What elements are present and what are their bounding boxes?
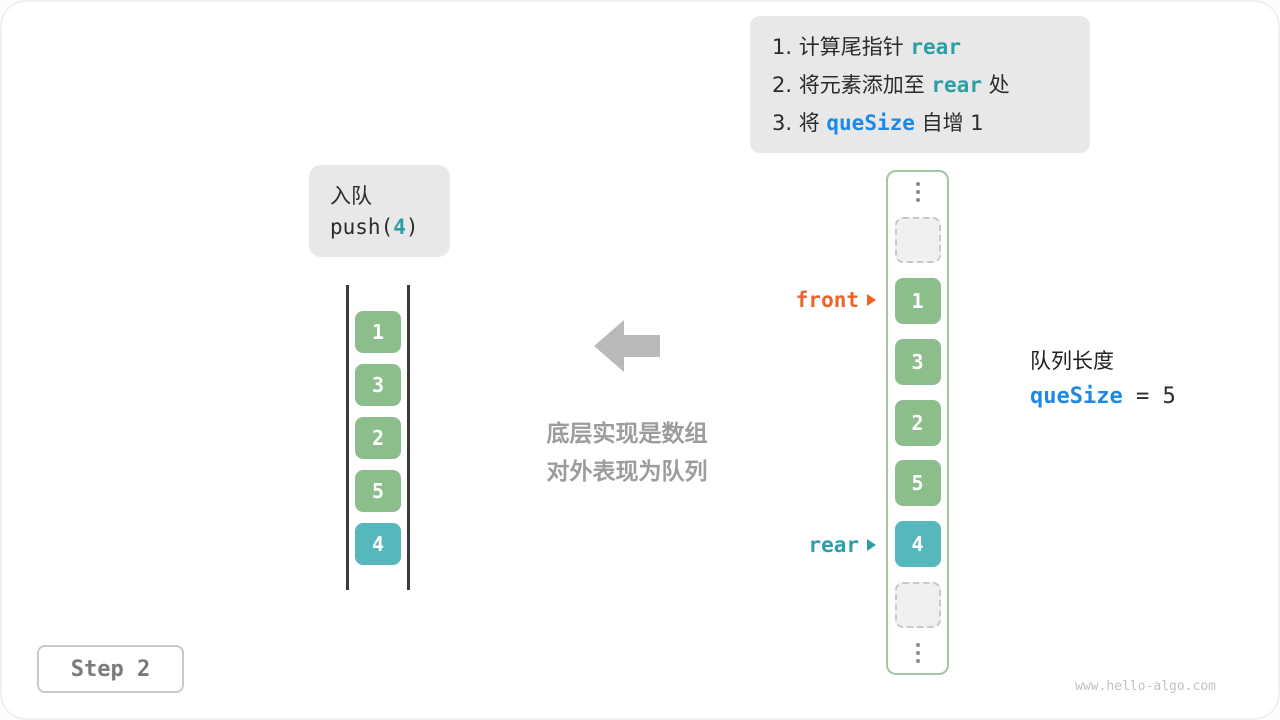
front-pointer: front <box>754 287 876 313</box>
instruction-text: 3. 将 <box>772 111 827 135</box>
queue-size-equals-value: = 5 <box>1122 384 1176 409</box>
dot <box>915 659 920 663</box>
queue-cell: 5 <box>355 470 401 512</box>
step-badge: Step 2 <box>37 645 184 693</box>
caption-line-2: 对外表现为队列 <box>546 459 708 485</box>
dot <box>915 190 920 194</box>
instruction-line-2: 2. 将元素添加至 rear 处 <box>772 66 1090 104</box>
dot <box>915 198 920 202</box>
array-internal-view: 1 3 2 5 4 <box>886 170 949 675</box>
empty-slot <box>894 216 941 263</box>
rear-pointer: rear <box>754 532 876 558</box>
array-cell: 5 <box>894 460 941 507</box>
call-argument: 4 <box>393 215 406 239</box>
code-token-rear: rear <box>931 73 982 97</box>
watermark: www.hello-algo.com <box>1075 679 1216 694</box>
dot <box>915 643 920 647</box>
dot <box>915 651 920 655</box>
front-pointer-label: front <box>795 288 859 312</box>
call-text: push( <box>330 215 394 239</box>
instruction-line-1: 1. 计算尾指针 rear <box>772 28 1090 66</box>
queue-cell-new: 4 <box>355 523 401 565</box>
ellipsis-bottom-icon <box>915 643 920 663</box>
instruction-text: 1. 计算尾指针 <box>772 35 911 59</box>
left-arrow-icon <box>594 318 660 374</box>
instruction-box: 1. 计算尾指针 rear 2. 将元素添加至 rear 处 3. 将 queS… <box>750 16 1090 153</box>
operation-title: 入队 <box>330 184 372 208</box>
front-arrow-icon <box>867 294 876 306</box>
code-token-rear: rear <box>910 35 961 59</box>
queue-cell: 2 <box>355 417 401 459</box>
call-text: ) <box>405 215 419 239</box>
array-cell: 3 <box>894 338 941 385</box>
center-caption: 底层实现是数组 对外表现为队列 <box>507 415 747 491</box>
code-token-quesize: queSize <box>1030 384 1123 409</box>
queue-cell: 1 <box>355 311 401 353</box>
caption-line-1: 底层实现是数组 <box>546 421 708 447</box>
instruction-text: 处 <box>981 73 1010 97</box>
queue-external-view: 1 3 2 5 4 <box>346 285 410 590</box>
array-cell-rear: 4 <box>894 521 941 568</box>
instruction-text: 2. 将元素添加至 <box>772 73 932 97</box>
ellipsis-top-icon <box>915 182 920 202</box>
rear-arrow-icon <box>867 539 876 551</box>
instruction-line-3: 3. 将 queSize 自增 1 <box>772 104 1090 142</box>
array-cell: 2 <box>894 399 941 446</box>
array-cell-front: 1 <box>894 277 941 324</box>
queue-size-label: 队列长度 <box>1030 349 1114 373</box>
queue-size-value: queSize = 5 <box>1030 379 1176 415</box>
queue-size-info: 队列长度 queSize = 5 <box>1030 343 1176 415</box>
instruction-text: 自增 1 <box>914 111 984 135</box>
queue-cell: 3 <box>355 364 401 406</box>
dot <box>915 182 920 186</box>
rear-pointer-label: rear <box>808 533 859 557</box>
operation-box: 入队 push(4) <box>309 165 450 257</box>
empty-slot <box>894 582 941 629</box>
operation-call: push(4) <box>330 212 450 243</box>
code-token-quesize: queSize <box>826 111 915 135</box>
